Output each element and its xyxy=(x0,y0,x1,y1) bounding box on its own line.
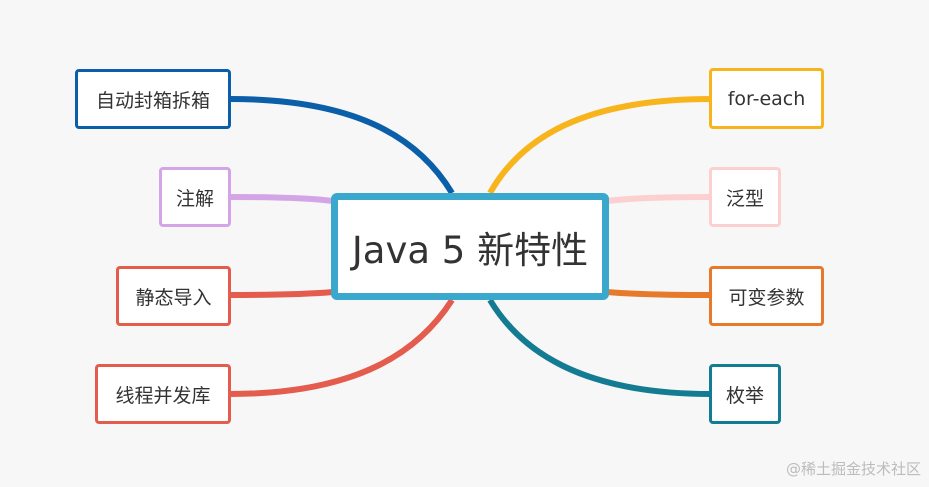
node-for-each[interactable]: for-each xyxy=(709,68,824,129)
link-enum xyxy=(487,298,712,397)
node-static-import[interactable]: 静态导入 xyxy=(116,266,231,326)
node-varargs[interactable]: 可变参数 xyxy=(709,266,824,326)
node-label: 线程并发库 xyxy=(115,384,211,407)
root-label: Java 5 新特性 xyxy=(351,228,589,272)
node-label: 泛型 xyxy=(725,187,764,210)
node-annotations[interactable]: 注解 xyxy=(159,167,231,227)
link-autoboxing xyxy=(229,96,455,195)
node-autoboxing[interactable]: 自动封箱拆箱 xyxy=(75,69,231,129)
node-label: for-each xyxy=(727,87,806,110)
node-generics[interactable]: 泛型 xyxy=(709,167,781,227)
node-enum[interactable]: 枚举 xyxy=(709,364,781,424)
link-annotations xyxy=(229,194,334,204)
link-static-import xyxy=(229,289,334,298)
node-concurrency[interactable]: 线程并发库 xyxy=(95,364,231,424)
link-concurrency xyxy=(229,298,455,397)
link-generics xyxy=(606,194,712,204)
link-for-each xyxy=(487,96,712,195)
link-varargs xyxy=(606,289,712,298)
node-label: 可变参数 xyxy=(728,286,805,309)
root-node[interactable]: Java 5 新特性 xyxy=(331,193,609,300)
watermark: @稀土掘金技术社区 xyxy=(785,460,921,478)
node-label: 自动封箱拆箱 xyxy=(95,89,210,112)
node-label: 静态导入 xyxy=(135,286,212,309)
node-label: 枚举 xyxy=(725,384,764,407)
node-label: 注解 xyxy=(175,187,214,210)
